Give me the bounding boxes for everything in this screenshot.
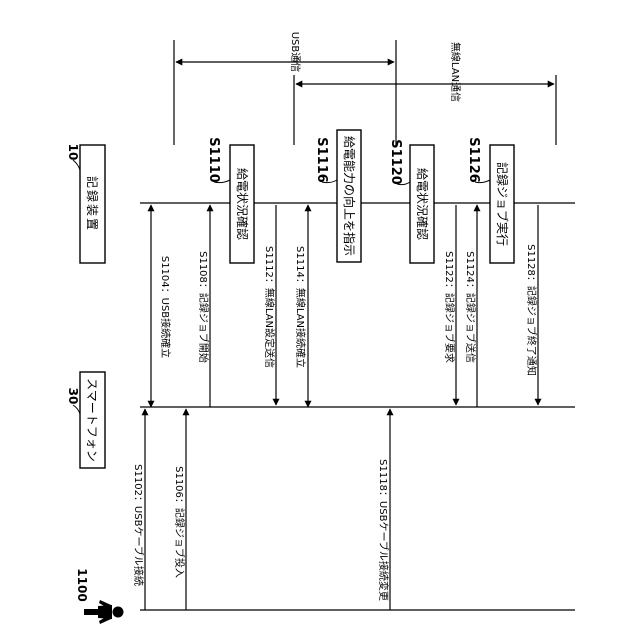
phone-label: スマートフォン: [85, 378, 99, 462]
label-s1120: S1120: [388, 139, 403, 185]
box-label-s1120: 給電状況確認: [415, 168, 430, 240]
person-icon: [84, 600, 124, 624]
usb-band-label: USB通信: [289, 32, 301, 73]
label-s1106: S1106：記録ジョブ投入: [173, 466, 186, 578]
system-ref-label: 1100: [75, 568, 89, 601]
label-s1110: S1110: [206, 137, 221, 183]
label-s1112: S1112：無線LAN設定送信: [263, 246, 276, 368]
device-ref-label: 10: [66, 144, 80, 161]
label-s1108: S1108：記録ジョブ開始: [197, 251, 210, 363]
label-s1126: S1126: [466, 137, 481, 183]
phone-ref-label: 30: [66, 388, 80, 405]
label-s1128: S1128：記録ジョブ終了通知: [525, 244, 538, 376]
box-label-s1116: 給電能力の向上を指示: [342, 136, 357, 256]
label-s1124: S1124：記録ジョブ送信: [464, 251, 477, 363]
label-s1102: S1102：USBケーブル接続: [132, 464, 145, 586]
label-s1122: S1122：記録ジョブ要求: [443, 251, 456, 363]
label-s1116: S1116: [314, 137, 329, 183]
wlan-band-label: 無線LAN通信: [449, 42, 462, 102]
phone-ref-leader: [73, 405, 80, 414]
box-label-s1110: 給電状況確認: [235, 168, 250, 240]
box-label-s1126: 記録ジョブ実行: [495, 162, 510, 246]
label-s1114: S1114：無線LAN接続確立: [294, 246, 307, 368]
label-s1104: S1104：USB接続確立: [159, 256, 172, 358]
label-s1118: S1118：USBケーブル接続変更: [377, 459, 390, 601]
device-ref-leader: [73, 160, 80, 170]
device-label: 記録装置: [85, 176, 100, 232]
